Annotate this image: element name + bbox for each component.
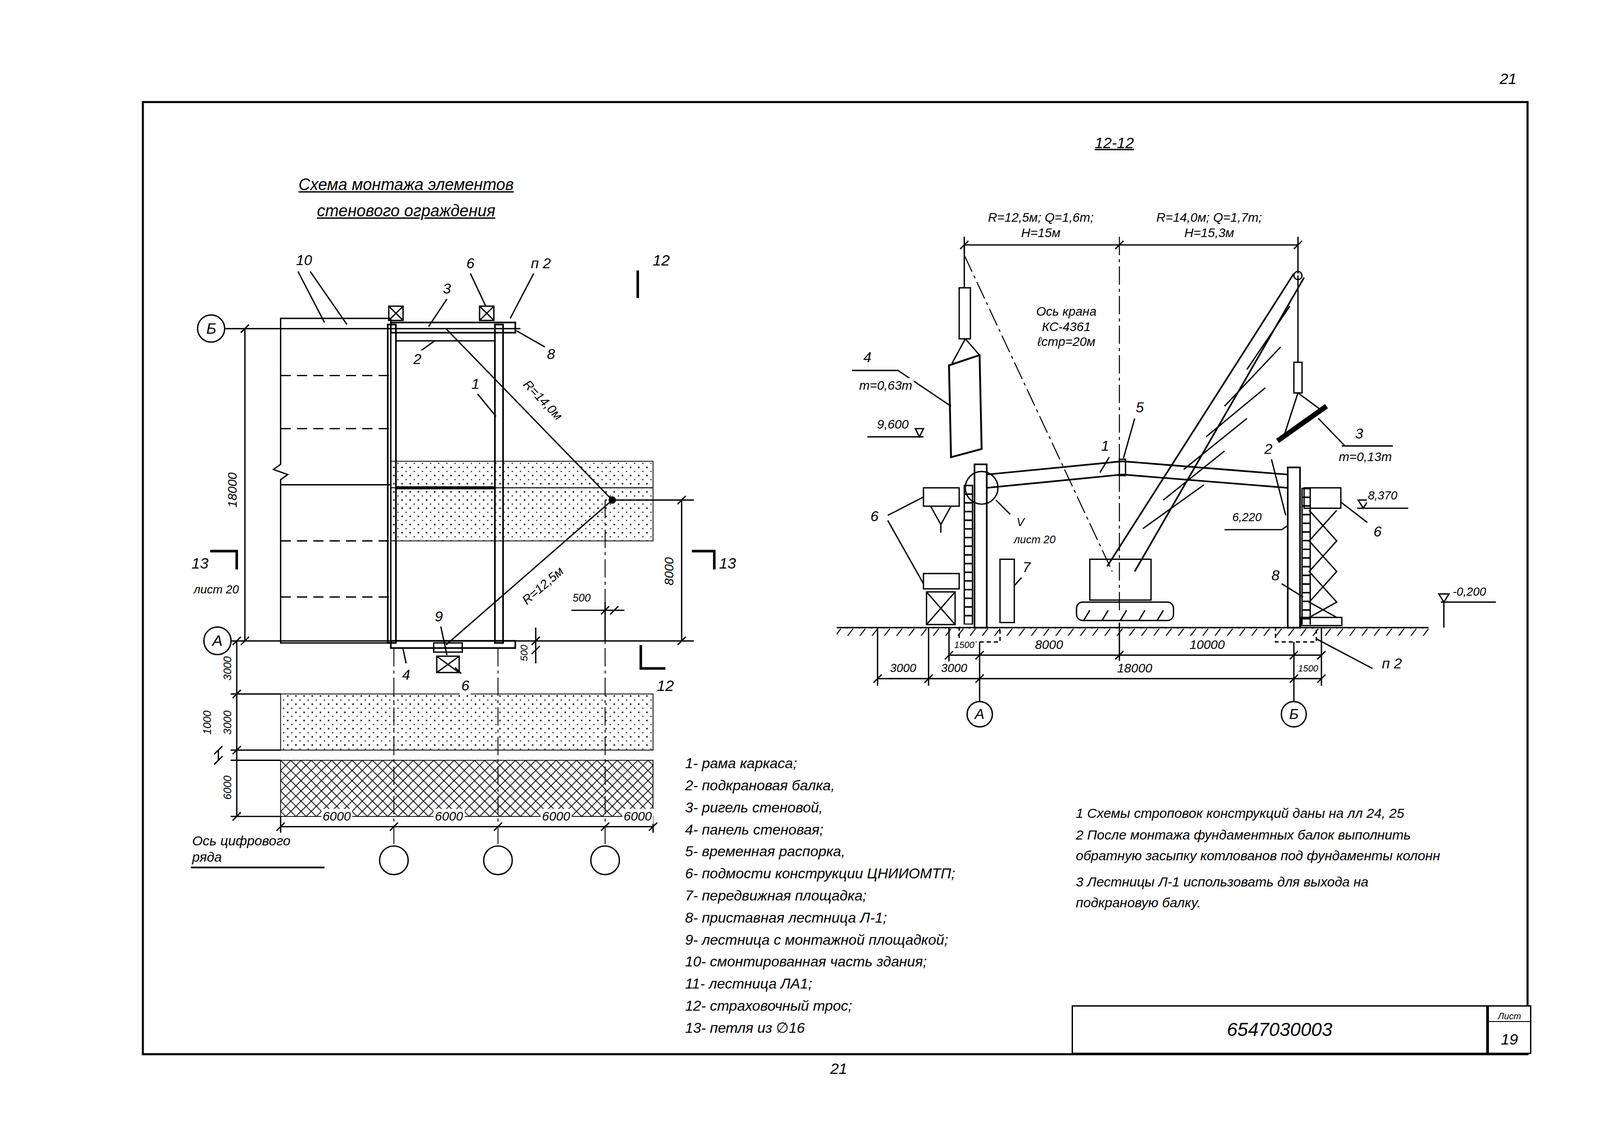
dimension: 6000 — [540, 808, 572, 825]
dimension: 6000 — [220, 774, 234, 802]
dimension: 1500 — [1296, 662, 1321, 674]
axis-marker: Б — [196, 314, 226, 343]
callout-number: 2 — [411, 350, 423, 368]
callout-number: 3 — [1353, 424, 1365, 443]
callout-number: 10 — [294, 251, 314, 269]
callout-number: 8 — [1270, 566, 1282, 584]
axis-note: Ось цифрового ряда — [191, 832, 317, 866]
callout-number: 4 — [862, 348, 873, 366]
axis-marker: А — [966, 700, 994, 728]
cell-heading: Лист — [1488, 1011, 1530, 1022]
callout-number: п 2 — [529, 254, 552, 272]
dimension: 6000 — [622, 808, 654, 825]
callout-number: 1 — [470, 374, 481, 392]
level-mark: 6,220 — [1231, 510, 1264, 525]
callout-number: 4 — [400, 665, 412, 683]
key-item: 9- лестница с монтажной площадкой; — [683, 930, 950, 948]
callout-number: 9 — [433, 607, 445, 626]
key-item: 12- страховочный трос; — [683, 997, 854, 1015]
key-item: 8- приставная лестница Л-1; — [683, 909, 889, 927]
node-text: Б — [1289, 706, 1299, 723]
dimension: 3000 — [939, 661, 969, 676]
callout-number: 2 — [1263, 440, 1274, 458]
level-mark: 8,370 — [1366, 489, 1399, 504]
callout-number: 6 — [1372, 522, 1384, 541]
crane-parameters: R=14,0м; Q=1,7т; H=15,3м — [1136, 210, 1282, 241]
title-block-cell: Лист 19 — [1487, 1005, 1531, 1055]
callout-number: 1 — [1099, 437, 1111, 455]
node-text: 6547030003 — [1226, 1019, 1333, 1041]
key-item: 4- панель стеновая; — [683, 820, 826, 838]
sheet-ref: лист 20 — [192, 582, 241, 597]
section-title: 12-12 — [1093, 133, 1136, 153]
sheet-ref: лист 20 — [1012, 533, 1057, 547]
title-block-cell: 6547030003 — [1071, 1005, 1489, 1055]
dimension: 500 — [518, 643, 531, 663]
key-item: 3- ригель стеновой, — [683, 798, 825, 817]
key-item: 5- временная распорка, — [683, 842, 847, 860]
section-mark: 13 — [717, 554, 738, 573]
dimension: 3000 — [220, 654, 234, 682]
dimension: 18000 — [224, 471, 241, 509]
callout-number: 6 — [465, 254, 476, 272]
mass-label: m=0,63т — [858, 377, 915, 394]
node-text: Б — [206, 320, 217, 337]
section-mark: 12 — [655, 676, 676, 696]
note: 1 Схемы строповок конструкций даны на лл… — [1074, 805, 1406, 822]
callout-number: 8 — [545, 345, 557, 363]
dimension: 8000 — [661, 555, 677, 587]
section-mark: 12 — [651, 251, 672, 270]
detail-mark: V — [1015, 515, 1026, 530]
radius-label: R=12,5м — [517, 562, 568, 609]
dimension: 1500 — [952, 639, 976, 651]
dimension: 18000 — [1115, 660, 1154, 677]
note: 3 Лестницы Л-1 использовать для выхода н… — [1074, 871, 1414, 914]
radius-label: R=14,0м — [519, 375, 567, 425]
key-item: 13- петля из ∅16 — [683, 1019, 807, 1037]
dimension: 500 — [571, 591, 593, 605]
key-item: 10- смонтированная часть здания; — [683, 952, 929, 971]
note: 2 После монтажа фундаментных балок выпол… — [1074, 824, 1445, 867]
key-item: 11- лестница ЛА1; — [683, 974, 814, 993]
key-item: 7- передвижная площадка; — [683, 886, 868, 905]
page-number: 21 — [828, 1058, 849, 1078]
dimension: 3000 — [888, 661, 918, 676]
node-text: А — [212, 632, 223, 649]
dimension: 6000 — [321, 808, 353, 825]
callout-number: 3 — [441, 279, 453, 298]
callout-number: 6 — [869, 507, 881, 525]
page-number: 21 — [1498, 69, 1519, 89]
section-mark: 13 — [190, 554, 210, 573]
crane-axis-note: Ось крана КС-4361 ℓстр=20м — [1026, 303, 1106, 350]
node-text: 19 — [1501, 1030, 1519, 1048]
callout-number: 6 — [459, 676, 471, 695]
level-mark: 9,600 — [875, 416, 910, 433]
callout-number: 5 — [1134, 398, 1146, 416]
dimension: 1000 — [200, 709, 214, 736]
level-mark: -0,200 — [1451, 584, 1488, 599]
axis-marker: А — [203, 626, 232, 655]
callout-number: п 2 — [1380, 654, 1404, 672]
key-item: 2- подкрановая балка, — [683, 776, 837, 794]
callout-number: 7 — [1021, 558, 1032, 576]
drawing-title: Схема монтажа элементов стенового огражд… — [272, 172, 541, 224]
key-item: 1- рама каркаса; — [683, 754, 799, 772]
dimension: 3000 — [220, 709, 234, 736]
key-item: 6- подмости конструкции ЦНИИОМТП; — [683, 864, 957, 882]
dimension: 10000 — [1188, 637, 1227, 653]
axis-marker: Б — [1280, 700, 1308, 728]
crane-parameters: R=12,5м; Q=1,6т; H=15м — [968, 210, 1114, 241]
dimension: 8000 — [1033, 637, 1065, 653]
dimension: 6000 — [433, 808, 465, 825]
node-text: А — [974, 706, 985, 723]
mass-label: m=0,13т — [1337, 449, 1394, 465]
